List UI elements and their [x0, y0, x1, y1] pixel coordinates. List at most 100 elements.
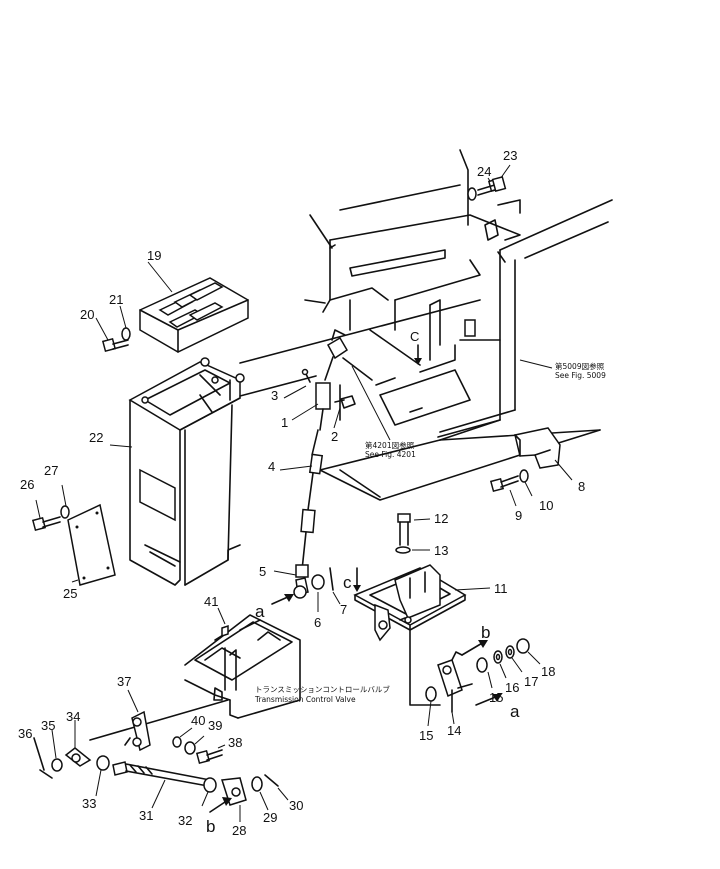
yoke-top: [326, 336, 349, 360]
leader-2: [333, 407, 341, 429]
label-19: 19: [147, 248, 161, 263]
part-number-labels: 1 2 3 4 5 6 7 8 9 10 11 12 13 14 15 15 1…: [18, 148, 585, 838]
cable-assembly: [293, 329, 373, 599]
cover-plate-25: [67, 503, 116, 586]
letter-a-left: a: [255, 602, 265, 621]
bolt-23: [477, 175, 507, 196]
lever-14: [437, 651, 473, 713]
leader-1: [291, 403, 319, 421]
leader-4201: [351, 365, 391, 441]
bolt-38: [195, 744, 226, 765]
reference-notes: 第5009図参照 See Fig. 5009 第4201図参照 See Fig.…: [254, 361, 606, 704]
arrow-c-mid: [353, 567, 361, 592]
label-40: 40: [191, 713, 205, 728]
label-22: 22: [89, 430, 103, 445]
arrow-c-top: [414, 344, 422, 365]
label-26: 26: [20, 477, 34, 492]
bolt-12: [397, 513, 431, 546]
label-8: 8: [578, 479, 585, 494]
console-box-22: [109, 357, 245, 586]
rod-31: [112, 761, 211, 809]
frame-structure: [304, 149, 613, 501]
label-3: 3: [271, 388, 278, 403]
note-tcv-jp: トランスミッションコントロールバルブ: [255, 684, 390, 694]
label-25: 25: [63, 586, 77, 601]
part-1: [315, 382, 331, 410]
label-32: 32: [178, 813, 192, 828]
leader-4: [279, 465, 313, 471]
label-16: 16: [505, 680, 519, 695]
washer-27: [60, 505, 70, 519]
part-41: [221, 624, 229, 638]
label-1: 1: [281, 415, 288, 430]
washer-17: [505, 645, 515, 659]
nut-15a: [425, 686, 437, 702]
label-30: 30: [289, 798, 303, 813]
leader-27: [61, 484, 67, 507]
label-18: 18: [541, 664, 555, 679]
clevis-a: [293, 585, 307, 599]
letter-c-mid: c: [343, 573, 352, 592]
pin-7: [329, 567, 334, 591]
label-29: 29: [263, 810, 277, 825]
label-28: 28: [232, 823, 246, 838]
washer-10: [519, 469, 533, 497]
label-34: 34: [66, 709, 80, 724]
leader-17: [511, 657, 523, 673]
label-27: 27: [44, 463, 58, 478]
nut-29: [251, 776, 269, 811]
label-31: 31: [139, 808, 153, 823]
label-33: 33: [82, 796, 96, 811]
note-4201-en: See Fig. 4201: [365, 450, 416, 459]
label-11: 11: [494, 581, 508, 596]
bracket-11: [353, 564, 491, 642]
label-36: 36: [18, 726, 32, 741]
label-38: 38: [228, 735, 242, 750]
bolt-20: [101, 337, 129, 353]
link-line-37: [89, 699, 229, 741]
leader-16: [499, 663, 507, 679]
lever-link: [409, 624, 441, 706]
washer-16: [493, 650, 503, 664]
label-6: 6: [314, 615, 321, 630]
nut-35: [51, 729, 63, 772]
label-23: 23: [503, 148, 517, 163]
frame-edge-line-2: [239, 375, 317, 397]
leader-18: [527, 651, 541, 665]
label-17: 17: [524, 674, 538, 689]
label-5: 5: [259, 564, 266, 579]
note-tcv-en: Transmission Control Valve: [254, 695, 356, 704]
pin-36: [33, 737, 53, 779]
bolt-26: [31, 516, 61, 532]
nut-39: [184, 735, 205, 755]
frame-edge-line: [239, 299, 481, 364]
leader-25: [71, 579, 79, 583]
leader-5009: [519, 359, 553, 369]
leader-20: [95, 317, 109, 341]
label-12: 12: [434, 511, 448, 526]
label-4: 4: [268, 459, 275, 474]
label-39: 39: [208, 718, 222, 733]
washer-13: [395, 546, 430, 554]
note-4201-jp: 第4201図参照: [365, 440, 415, 450]
label-10: 10: [539, 498, 553, 513]
arrow-a-right: [475, 694, 502, 706]
cover-plate-19: [139, 277, 249, 353]
label-14: 14: [447, 723, 461, 738]
letter-b-bottom: b: [206, 817, 215, 836]
label-9: 9: [515, 508, 522, 523]
label-15a: 15: [419, 728, 433, 743]
leader-5: [273, 570, 297, 576]
leader-14: [451, 711, 455, 725]
arrow-b-right: [461, 640, 488, 656]
bolt-9: [489, 475, 519, 507]
nut-15b: [476, 657, 488, 673]
nut-33: [95, 755, 110, 797]
note-5009-jp: 第5009図参照: [555, 361, 605, 371]
label-21: 21: [109, 292, 123, 307]
note-5009-en: See Fig. 5009: [555, 371, 606, 380]
letter-b-right: b: [481, 623, 490, 642]
leader-15b: [487, 671, 493, 689]
lever-37: [124, 689, 151, 752]
